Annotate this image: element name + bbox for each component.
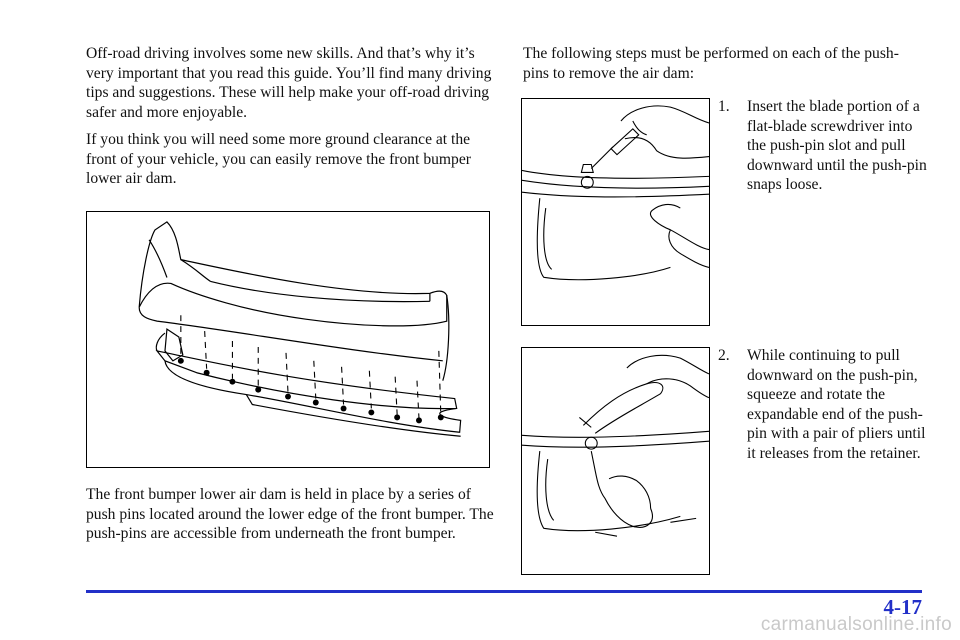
air-dam-description: The front bumper lower air dam is held i… <box>86 485 496 544</box>
pliers-push-pin-illustration <box>522 354 709 537</box>
right-column: The following steps must be performed on… <box>523 44 923 83</box>
footer-rule <box>86 590 922 593</box>
step-2-number: 2. <box>718 347 730 364</box>
page-number: 4-17 <box>883 595 923 619</box>
screwdriver-push-pin-illustration <box>522 105 709 281</box>
steps-intro-paragraph: The following steps must be performed on… <box>523 45 899 82</box>
step-2-text: While continuing to pull downward on the… <box>747 347 926 462</box>
watermark: carmanualsonline.info <box>760 614 952 635</box>
step-1-number: 1. <box>718 98 730 115</box>
push-pins-paragraph: The front bumper lower air dam is held i… <box>86 486 494 542</box>
step2-figure <box>521 347 710 575</box>
intro-paragraph: Off-road driving involves some new skill… <box>86 45 492 121</box>
step-1-text: Insert the blade portion of a flat-blade… <box>747 98 927 193</box>
ground-clearance-paragraph: If you think you will need some more gro… <box>86 131 471 187</box>
front-bumper-air-dam-illustration <box>138 221 462 437</box>
left-column: Off-road driving involves some new skill… <box>86 44 496 189</box>
step1-figure <box>521 98 710 326</box>
bumper-figure <box>86 211 490 468</box>
